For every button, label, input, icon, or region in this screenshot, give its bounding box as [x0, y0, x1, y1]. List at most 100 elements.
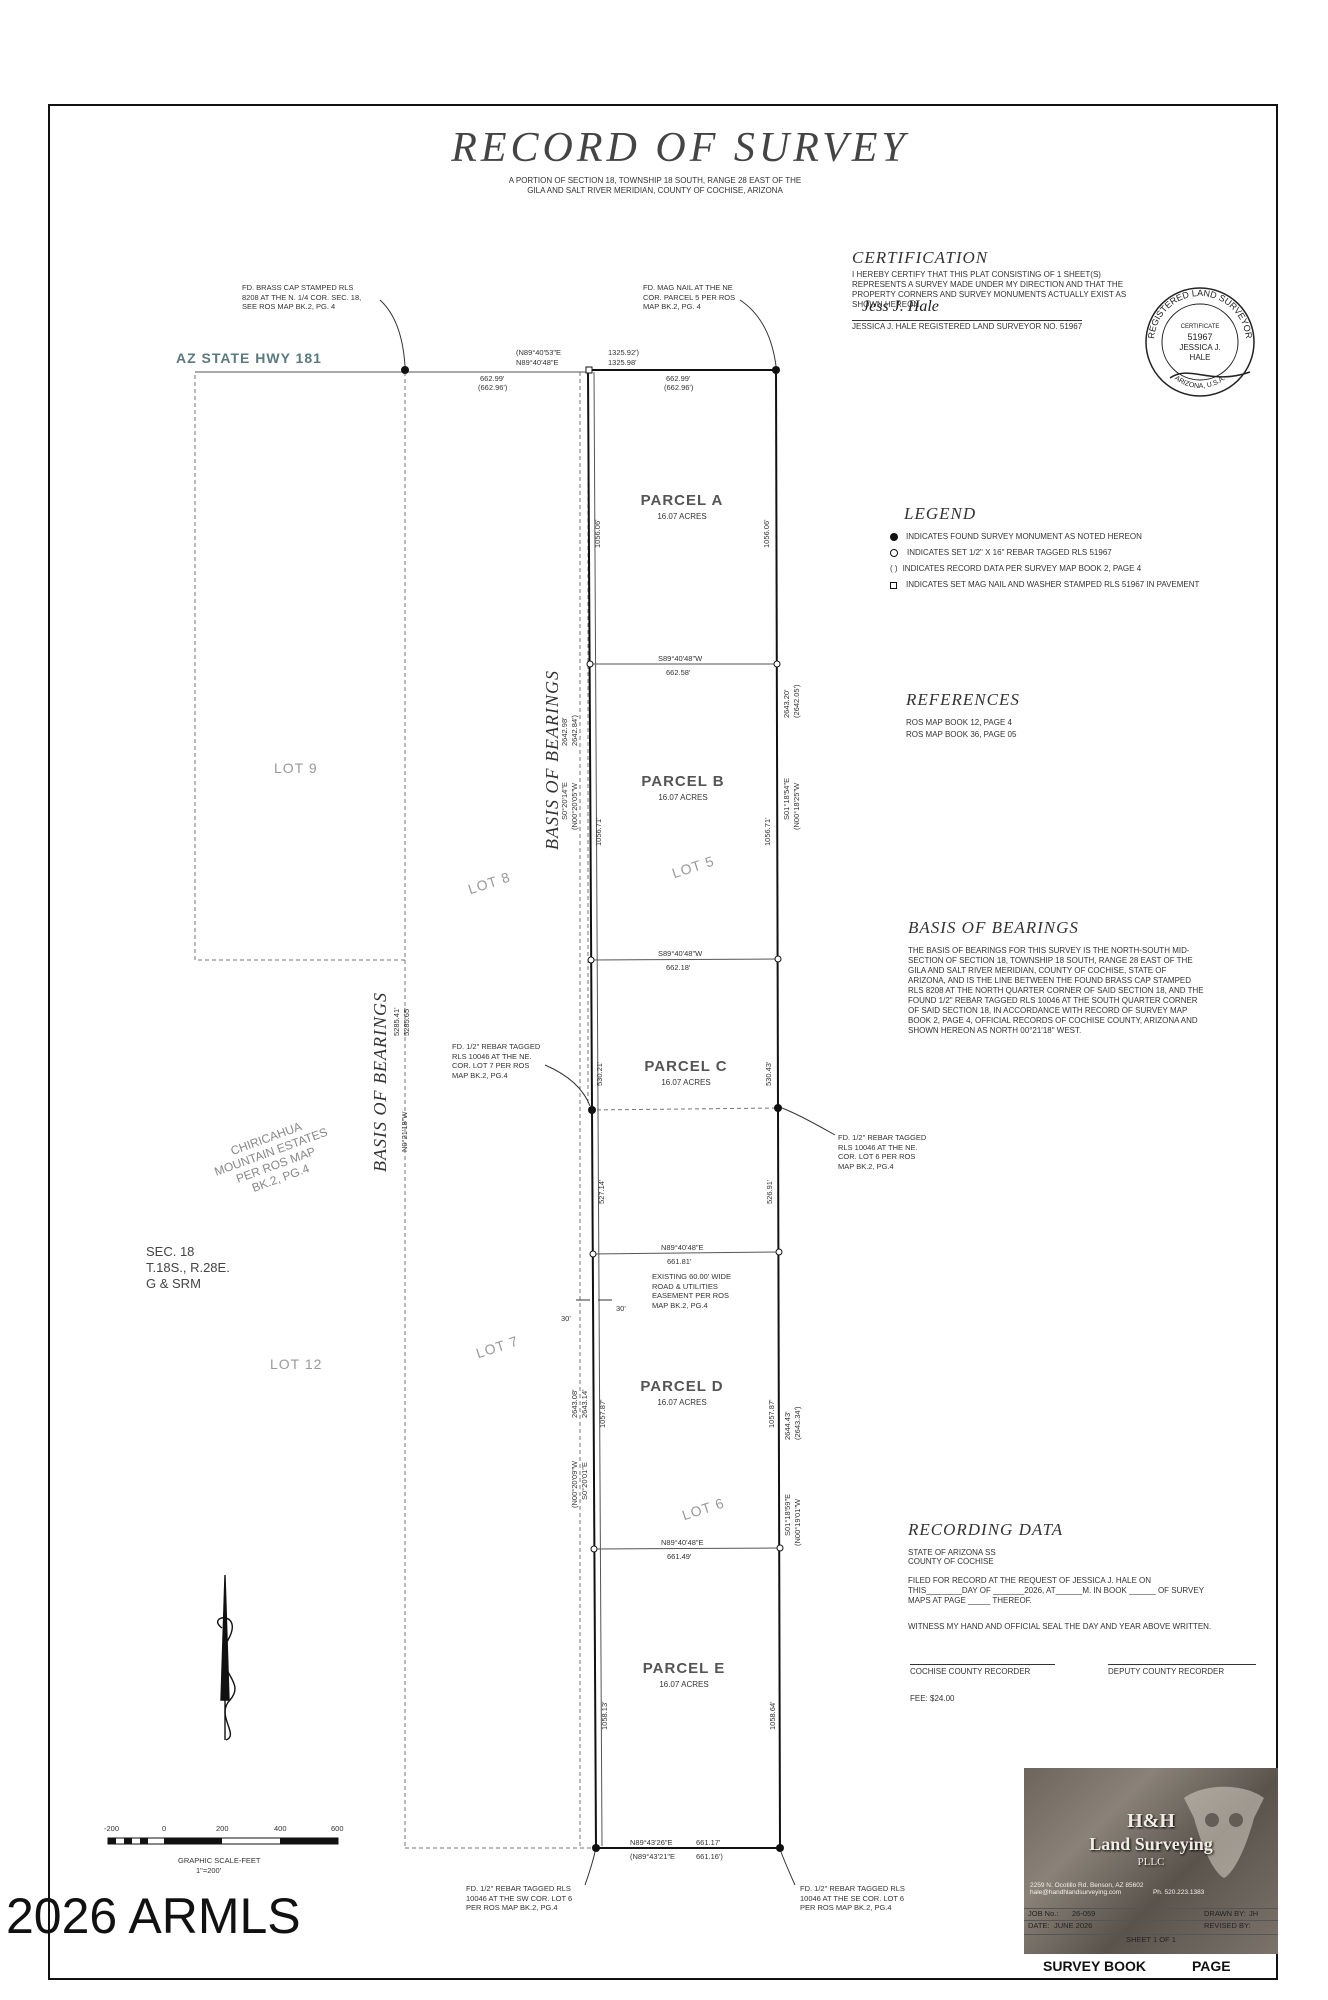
parcel-c-name: PARCEL C: [644, 1058, 728, 1075]
leader-ne: [739, 299, 777, 367]
legend-heading: LEGEND: [904, 504, 977, 523]
scale-tick-200: 200: [216, 1824, 229, 1833]
section-label: SEC. 18 T.18S., R.28E. G & SRM: [146, 1244, 230, 1291]
line-c-d: [592, 1251, 780, 1255]
dim-west-total-rec: 5285.65': [402, 1007, 411, 1036]
page-label: PAGE: [1192, 1958, 1231, 1974]
lot-9: LOT 9: [274, 760, 318, 776]
dim-b-east: 1056.71': [763, 817, 772, 846]
set-rebar-icon: [890, 549, 898, 557]
dim-c2-west: 527.14': [597, 1179, 606, 1204]
dim-mid-d-total: 2643.08': [570, 1389, 579, 1418]
dim-c2-east: 526.91': [765, 1179, 774, 1204]
leader-se: [780, 1851, 796, 1886]
note-se-corner: FD. 1/2" REBAR TAGGED RLS 10046 AT THE S…: [800, 1884, 905, 1912]
parcel-b-acres: 16.07 ACRES: [658, 793, 708, 802]
monument-ne: [772, 366, 780, 374]
company-logo: H&H Land Surveying PLLC 2259 N. Ocotillo…: [1024, 1768, 1278, 1954]
legend-item: INDICATES SET MAG NAIL AND WASHER STAMPE…: [890, 580, 1270, 590]
dim-mid-bearing-rec: (N00°20'05"W: [570, 782, 579, 830]
parcel-e-acres: 16.07 ACRES: [659, 1680, 709, 1689]
set-rebar-ab-e: [773, 660, 781, 668]
set-rebar-cd-w: [589, 1250, 597, 1258]
dim-east-b-bearing: S01°18'54"E: [782, 777, 791, 820]
dim-top-total-rec: 1325.92'): [608, 348, 640, 357]
dim-mid-total-rec: 2642.84'): [570, 714, 579, 746]
company-name: H&H: [1127, 1810, 1175, 1832]
monument-n-quarter: [401, 366, 409, 374]
references-heading: REFERENCES: [906, 690, 1020, 709]
dim-top-bearing: N89°40'48"E: [516, 358, 559, 367]
dim-bc-bearing: S89°40'48"W: [658, 949, 703, 958]
record-data-icon: ( ): [890, 564, 898, 573]
lot6-north-line: [589, 1107, 779, 1111]
parcel-e-name: PARCEL E: [642, 1660, 726, 1677]
title-block-sheet-row: SHEET 1 OF 1: [1024, 1934, 1278, 1947]
reference-2: ROS MAP BOOK 36, PAGE 05: [906, 730, 1017, 739]
line-b-c: [590, 958, 779, 961]
dim-de-dist: 661.49': [667, 1552, 692, 1561]
note-easement: EXISTING 60.00' WIDE ROAD & UTILITIES EA…: [652, 1272, 731, 1310]
dim-a-east: 1056.06': [762, 519, 771, 548]
basis-label-mid: BASIS OF BEARINGS: [542, 670, 562, 850]
note-ne-corner: FD. MAG NAIL AT THE NE COR. PARCEL 5 PER…: [643, 283, 736, 311]
scale-ratio: 1"=200': [196, 1866, 222, 1875]
certification-signer: JESSICA J. HALE REGISTERED LAND SURVEYOR…: [852, 320, 1083, 331]
parcel-a-name: PARCEL A: [640, 492, 724, 509]
dim-c-west: 530.21': [595, 1061, 604, 1086]
sheet-border: [48, 104, 1278, 1980]
seal-line-3: JESSICA J.: [1179, 343, 1220, 352]
recording-state: STATE OF ARIZONA SS: [908, 1548, 996, 1557]
legend-item: INDICATES SET 1/2" X 16" REBAR TAGGED RL…: [890, 548, 1270, 558]
cow-skull-icon: [1184, 1786, 1264, 1878]
dim-top-total: 1325.98': [608, 358, 637, 367]
set-rebar-ab-w: [586, 660, 594, 668]
certification-heading: CERTIFICATION: [852, 248, 989, 267]
basis-label-west: BASIS OF BEARINGS: [370, 992, 390, 1172]
recording-witness: WITNESS MY HAND AND OFFICIAL SEAL THE DA…: [908, 1622, 1212, 1631]
basis-text: THE BASIS OF BEARINGS FOR THIS SURVEY IS…: [908, 946, 1204, 1035]
dim-mid-d-rec: 2643.14': [580, 1389, 589, 1418]
seal-line-1: CERTIFICATE: [1181, 324, 1220, 330]
dim-east-total: 2643.20': [782, 689, 791, 718]
dim-top-left: 662.99': [480, 374, 505, 383]
lot-12: LOT 12: [270, 1356, 323, 1372]
legend-list: INDICATES FOUND SURVEY MONUMENT AS NOTED…: [890, 532, 1270, 590]
set-rebar-bc-w: [587, 956, 595, 964]
leader-lot6: [781, 1107, 836, 1136]
leader-lot7: [544, 1064, 591, 1107]
scale-tick-0: 0: [162, 1824, 167, 1833]
dim-top-right-rec: (662.96'): [664, 383, 694, 392]
dim-ab-bearing: S89°40'48"W: [658, 654, 703, 663]
dim-bot-bearing: N89°43'26"E: [630, 1838, 673, 1847]
dim-east-d-total: 2644.43': [783, 1411, 792, 1440]
seal-line-2: 51967: [1187, 332, 1212, 342]
dim-bot-dist: 661.17': [696, 1838, 721, 1847]
monument-lot6-ne: [774, 1104, 782, 1112]
dim-ab-dist: 662.58': [666, 668, 691, 677]
scale-label: GRAPHIC SCALE-FEET: [178, 1856, 261, 1865]
found-monument-icon: [890, 533, 898, 541]
dim-ease-left: 30': [561, 1314, 571, 1323]
watermark: 2026 ARMLS: [6, 1888, 301, 1944]
dim-east-b-rec: (N00°18'25"W: [792, 782, 801, 830]
page-subtitle: A PORTION OF SECTION 18, TOWNSHIP 18 SOU…: [508, 176, 802, 195]
parcel-c-acres: 16.07 ACRES: [661, 1078, 711, 1087]
dim-east-d-brg-rec: (N00°19'01"W: [793, 1498, 802, 1546]
mag-nail-icon: [890, 581, 897, 589]
monument-lot7-ne: [588, 1106, 596, 1114]
north-arrow: [217, 1574, 236, 1741]
dim-d-east: 1057.87': [767, 1399, 776, 1428]
dim-east-d-bearing: S01°18'59"E: [783, 1493, 792, 1536]
set-rebar-de-e: [776, 1544, 784, 1552]
leader-n-quarter: [379, 299, 406, 367]
dim-e-east: 1058.64': [768, 1701, 777, 1730]
dim-top-bearing-rec: (N89°40'53"E: [516, 348, 562, 357]
dim-east-d-rec: (2643.34'): [793, 1406, 802, 1440]
dim-bc-dist: 662.18': [666, 963, 691, 972]
seal-line-4: HALE: [1190, 353, 1211, 362]
legend-item: ( ) INDICATES RECORD DATA PER SURVEY MAP…: [890, 564, 1142, 573]
dim-d-west: 1057.87': [598, 1399, 607, 1428]
monument-se: [776, 1844, 784, 1852]
